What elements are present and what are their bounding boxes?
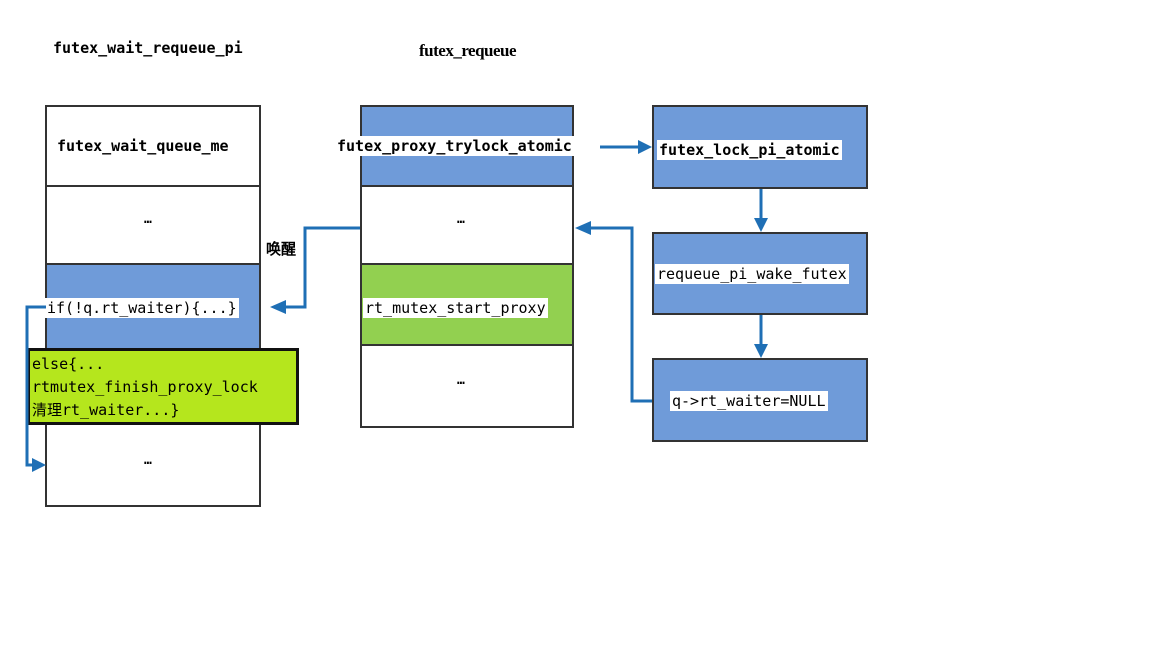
middle-cell-dots1-label: … — [457, 212, 466, 227]
middle-cell-top-label: futex_proxy_trylock_atomic — [335, 136, 574, 156]
right-box-lock-pi-label: futex_lock_pi_atomic — [657, 140, 842, 160]
right-box-wake-futex-label: requeue_pi_wake_futex — [655, 264, 849, 284]
arrowhead-left-2-icon — [270, 300, 286, 314]
arrowhead-right-2-icon — [32, 458, 46, 472]
middle-cell-dots1 — [360, 185, 574, 265]
middle-column-title: futex_requeue — [419, 41, 517, 60]
left-column-title: futex_wait_requeue_pi — [53, 39, 243, 57]
arrowhead-down-1-icon — [754, 218, 768, 232]
arrowhead-left-1-icon — [575, 221, 591, 235]
left-cell-branch-label: if(!q.rt_waiter){...} — [45, 298, 239, 318]
note-line-1: else{... — [32, 355, 105, 373]
left-cell-top-label: futex_wait_queue_me — [55, 136, 231, 156]
arrowhead-right-1-icon — [638, 140, 652, 154]
arrowhead-down-2-icon — [754, 344, 768, 358]
arrow-wake-to-left-branch — [284, 226, 360, 309]
note-line-3: 清理rt_waiter...} — [32, 401, 180, 419]
middle-cell-dots2 — [360, 344, 574, 428]
middle-cell-dots2-label: … — [457, 373, 466, 388]
left-cell-dots1-label: … — [144, 212, 153, 227]
middle-cell-green-label: rt_mutex_start_proxy — [363, 298, 548, 318]
else-branch-note: else{... rtmutex_finish_proxy_lock 清理rt_wa… — [27, 348, 299, 425]
arrow-rtwaiter-to-middle-dots — [590, 226, 652, 403]
left-cell-dots2-label: … — [144, 453, 153, 468]
wake-label: 唤醒 — [266, 240, 297, 258]
note-line-2: rtmutex_finish_proxy_lock — [32, 378, 258, 396]
arrow-branch-to-left-dots2 — [25, 305, 46, 467]
right-box-rt-waiter-null-label: q->rt_waiter=NULL — [670, 391, 828, 411]
left-cell-dots1 — [45, 185, 261, 265]
